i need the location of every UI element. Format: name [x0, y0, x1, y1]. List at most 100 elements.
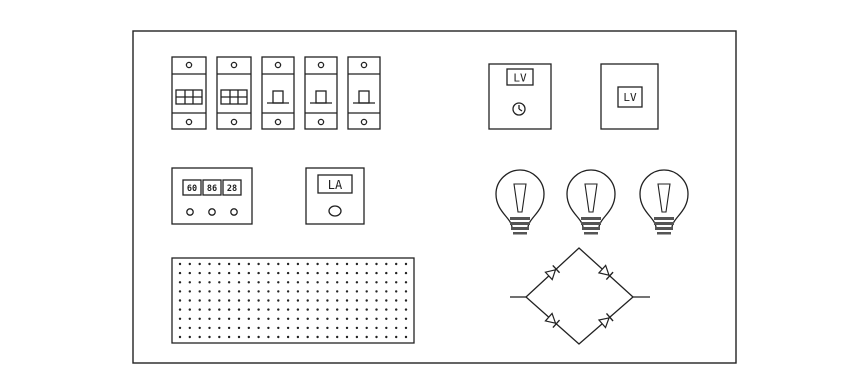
breadboard-hole[interactable] [277, 317, 280, 320]
breadboard-hole[interactable] [365, 326, 368, 330]
breadboard-hole[interactable] [306, 335, 309, 339]
breaker-4[interactable] [304, 56, 338, 130]
breadboard-hole[interactable] [267, 271, 270, 275]
breadboard-hole[interactable] [237, 308, 241, 311]
breaker-3[interactable] [261, 56, 295, 130]
breadboard-hole[interactable] [336, 299, 339, 302]
breadboard-hole[interactable] [188, 290, 191, 293]
breadboard-hole[interactable] [267, 326, 270, 330]
breadboard-hole[interactable] [355, 326, 359, 330]
breadboard-hole[interactable] [404, 317, 408, 320]
breadboard-hole[interactable] [375, 335, 378, 339]
breadboard-hole[interactable] [306, 299, 309, 302]
breadboard-hole[interactable] [395, 308, 398, 311]
breadboard-hole[interactable] [237, 271, 241, 275]
breadboard-hole[interactable] [404, 326, 408, 330]
breadboard-hole[interactable] [404, 299, 408, 302]
breadboard-hole[interactable] [336, 262, 339, 266]
breadboard-hole[interactable] [365, 299, 368, 302]
breadboard-hole[interactable] [336, 326, 339, 330]
breadboard-hole[interactable] [227, 262, 231, 266]
breadboard-hole[interactable] [277, 271, 280, 275]
breadboard-hole[interactable] [227, 281, 231, 284]
breadboard-hole[interactable] [188, 326, 191, 330]
breadboard-hole[interactable] [267, 281, 270, 284]
breadboard-hole[interactable] [375, 290, 378, 293]
breadboard-hole[interactable] [188, 317, 191, 320]
breadboard-hole[interactable] [316, 317, 319, 320]
breadboard-hole[interactable] [267, 262, 270, 266]
breadboard-hole[interactable] [385, 335, 388, 339]
breadboard-hole[interactable] [296, 308, 300, 311]
breadboard-hole[interactable] [316, 271, 319, 275]
breadboard-hole[interactable] [404, 335, 408, 339]
breadboard-hole[interactable] [247, 308, 250, 311]
breadboard-hole[interactable] [385, 308, 388, 311]
breadboard-hole[interactable] [227, 290, 231, 293]
breadboard-hole[interactable] [316, 308, 319, 311]
breadboard-hole[interactable] [286, 281, 290, 284]
breadboard-hole[interactable] [208, 308, 211, 311]
breadboard-hole[interactable] [286, 271, 290, 275]
breadboard-hole[interactable] [336, 335, 339, 339]
breadboard-hole[interactable] [355, 290, 359, 293]
breadboard-hole[interactable] [198, 262, 201, 266]
breadboard-hole[interactable] [227, 308, 231, 311]
breaker-1[interactable] [171, 56, 207, 130]
breadboard-hole[interactable] [296, 299, 300, 302]
breadboard-hole[interactable] [237, 262, 241, 266]
breadboard-hole[interactable] [188, 308, 191, 311]
breadboard-hole[interactable] [257, 317, 260, 320]
breadboard-hole[interactable] [227, 271, 231, 275]
breadboard-hole[interactable] [395, 290, 398, 293]
breadboard-hole[interactable] [188, 335, 191, 339]
breadboard-hole[interactable] [237, 299, 241, 302]
breadboard-hole[interactable] [306, 271, 309, 275]
breadboard-hole[interactable] [395, 317, 398, 320]
breadboard-hole[interactable] [326, 281, 329, 284]
breadboard-hole[interactable] [178, 271, 182, 275]
breadboard-hole[interactable] [198, 299, 201, 302]
breadboard-hole[interactable] [336, 271, 339, 275]
breadboard-hole[interactable] [286, 308, 290, 311]
breadboard-hole[interactable] [296, 271, 300, 275]
breadboard-hole[interactable] [237, 326, 241, 330]
breaker-2[interactable] [216, 56, 252, 130]
breadboard-hole[interactable] [198, 326, 201, 330]
breadboard-hole[interactable] [218, 290, 221, 293]
breadboard-hole[interactable] [178, 290, 182, 293]
breadboard-hole[interactable] [336, 317, 339, 320]
breadboard-hole[interactable] [365, 335, 368, 339]
breadboard-hole[interactable] [385, 262, 388, 266]
breadboard-hole[interactable] [296, 290, 300, 293]
breadboard-hole[interactable] [267, 335, 270, 339]
breadboard-hole[interactable] [355, 317, 359, 320]
breadboard-hole[interactable] [336, 281, 339, 284]
breadboard-hole[interactable] [257, 290, 260, 293]
breadboard-hole[interactable] [326, 271, 329, 275]
breadboard-hole[interactable] [237, 281, 241, 284]
breadboard-hole[interactable] [355, 281, 359, 284]
breadboard-hole[interactable] [306, 326, 309, 330]
breadboard-hole[interactable] [247, 281, 250, 284]
breadboard-hole[interactable] [178, 262, 182, 266]
breadboard-hole[interactable] [257, 326, 260, 330]
breadboard-hole[interactable] [208, 262, 211, 266]
breadboard-hole[interactable] [375, 299, 378, 302]
breadboard-hole[interactable] [296, 317, 300, 320]
breadboard-hole[interactable] [286, 299, 290, 302]
breadboard-hole[interactable] [257, 262, 260, 266]
breadboard-hole[interactable] [365, 317, 368, 320]
breadboard-hole[interactable] [385, 317, 388, 320]
breadboard-hole[interactable] [178, 317, 182, 320]
breadboard-hole[interactable] [277, 308, 280, 311]
breadboard-hole[interactable] [336, 308, 339, 311]
breadboard-hole[interactable] [316, 335, 319, 339]
breadboard-hole[interactable] [385, 281, 388, 284]
breadboard-hole[interactable] [178, 335, 182, 339]
breadboard-hole[interactable] [316, 299, 319, 302]
breadboard-hole[interactable] [237, 335, 241, 339]
breadboard-hole[interactable] [286, 317, 290, 320]
breadboard-hole[interactable] [345, 271, 349, 275]
breadboard-hole[interactable] [277, 281, 280, 284]
